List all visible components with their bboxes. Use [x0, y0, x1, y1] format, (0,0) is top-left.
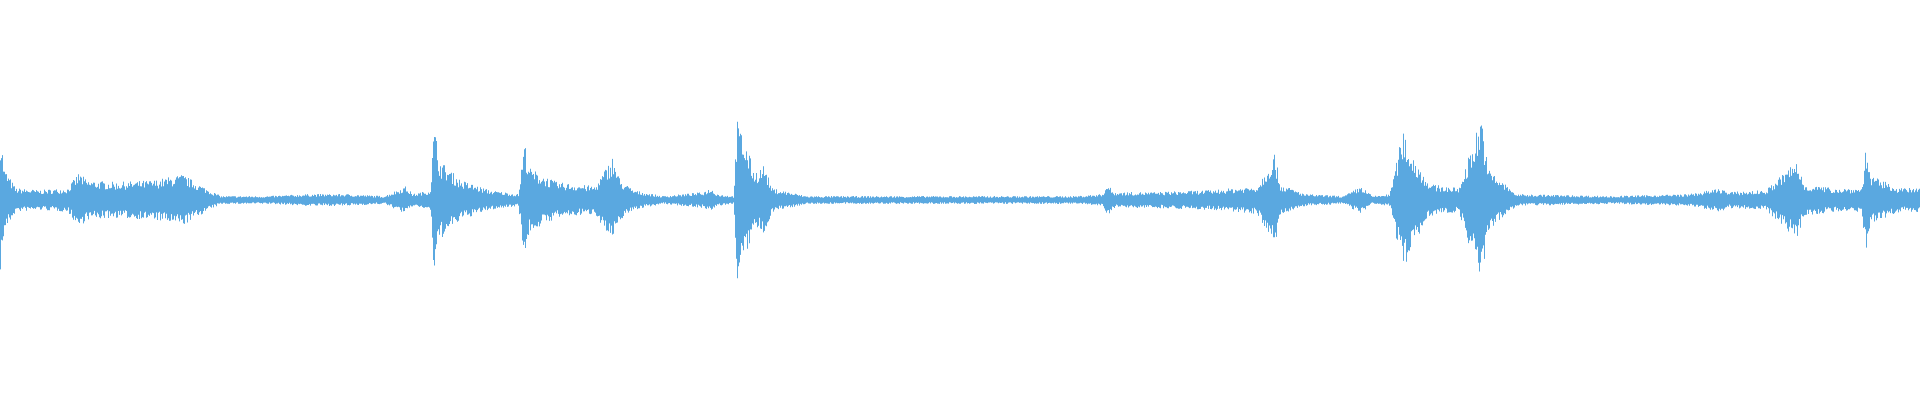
waveform-bars — [0, 121, 1920, 279]
